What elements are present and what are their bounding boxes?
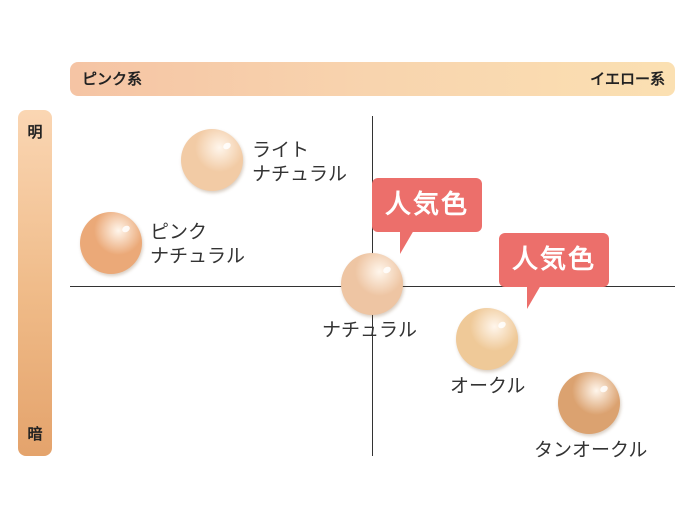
dark-label: 暗 xyxy=(27,425,43,443)
natural-label: ナチュラル xyxy=(322,319,418,341)
popular-badge-ochre: 人気色 xyxy=(499,233,609,309)
pink-natural-swatch xyxy=(80,212,142,274)
pink-yellow-axis-bar: ピンク系 イエロー系 xyxy=(70,62,675,96)
popular-badge-ochre-pointer xyxy=(527,285,541,309)
light-natural-label: ライト ナチュラル xyxy=(252,139,348,185)
tan-ochre-label: タンオークル xyxy=(534,439,648,461)
pink-tone-label: ピンク系 xyxy=(82,70,143,88)
popular-badge-ochre-text: 人気色 xyxy=(511,245,596,275)
popular-badge-natural-text: 人気色 xyxy=(384,190,469,220)
yellow-tone-label: イエロー系 xyxy=(590,70,665,88)
bright-label: 明 xyxy=(27,123,43,141)
tan-ochre-swatch xyxy=(558,372,620,434)
natural-swatch xyxy=(341,253,403,315)
ochre-label: オークル xyxy=(450,375,526,397)
popular-badge-natural: 人気色 xyxy=(372,178,482,254)
pink-natural-label: ピンク ナチュラル xyxy=(150,221,246,267)
ochre-swatch xyxy=(456,308,518,370)
brightness-axis-bar: 明 暗 xyxy=(18,110,52,456)
popular-badge-natural-pointer xyxy=(400,230,414,254)
light-natural-swatch xyxy=(181,129,243,191)
